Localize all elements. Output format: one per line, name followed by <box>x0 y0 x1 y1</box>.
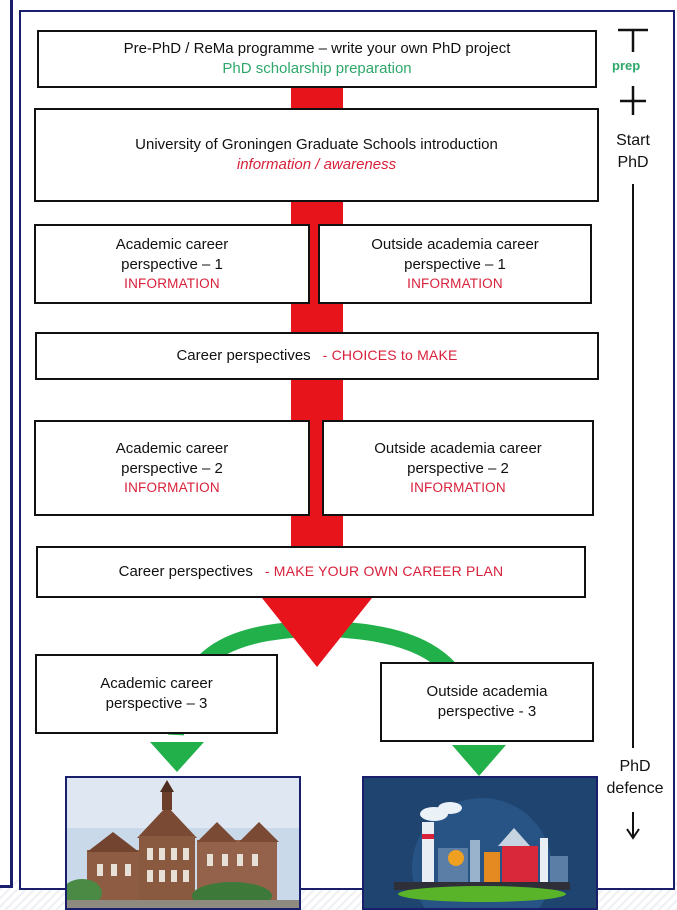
green-arrowhead-right <box>452 745 506 776</box>
box-graduate-schools: University of Groningen Graduate Schools… <box>34 108 599 202</box>
box-academic-2: Academic career perspective – 2 INFORMAT… <box>34 420 310 516</box>
box-outside-1: Outside academia career perspective – 1 … <box>318 224 592 304</box>
choices-tag: - CHOICES to MAKE <box>322 346 458 363</box>
timeline-start-line1: Start <box>616 132 650 149</box>
graduate-title: University of Groningen Graduate Schools… <box>135 135 498 153</box>
box-outside-2: Outside academia career perspective – 2 … <box>322 420 594 516</box>
plan-tag: - MAKE YOUR OWN CAREER PLAN <box>264 562 504 579</box>
box-prephd: Pre-PhD / ReMa programme – write your ow… <box>37 30 597 88</box>
outside2-line2: perspective – 2 <box>407 459 509 477</box>
academic2-tag: INFORMATION <box>124 480 220 496</box>
timeline-start-label: Start PhD <box>605 130 661 175</box>
academic1-line1: Academic career <box>115 235 229 253</box>
choices-text: Career perspectives <box>176 346 311 364</box>
timeline-end-label: PhD defence <box>600 756 670 801</box>
outside1-tag: INFORMATION <box>407 276 503 292</box>
outside1-line1: Outside academia career <box>371 235 539 253</box>
timeline-prep-label: prep <box>612 58 641 73</box>
timeline-end-arrow <box>626 828 640 840</box>
plan-text: Career perspectives <box>118 562 253 580</box>
red-arrow-head <box>262 598 372 667</box>
graduate-subtitle: information / awareness <box>236 156 397 173</box>
academic1-line2: perspective – 1 <box>121 255 223 273</box>
timeline-start-line2: PhD <box>617 154 649 172</box>
academic3-line1: Academic career <box>100 674 213 692</box>
outside2-line1: Outside academia career <box>374 439 542 457</box>
academic2-line2: perspective – 2 <box>121 459 223 477</box>
left-frame-border <box>0 0 13 888</box>
academic1-tag: INFORMATION <box>124 276 220 292</box>
box-academic-3: Academic career perspective – 3 <box>35 654 278 734</box>
outside2-tag: INFORMATION <box>410 480 506 496</box>
box-academic-1: Academic career perspective – 1 INFORMAT… <box>34 224 310 304</box>
box-outside-3: Outside academia perspective - 3 <box>380 662 594 742</box>
timeline-end-line1: PhD <box>619 758 651 775</box>
prephd-subtitle: PhD scholarship preparation <box>222 60 412 77</box>
outside3-line2: perspective - 3 <box>437 703 537 720</box>
green-arrowhead-left <box>150 742 204 772</box>
academic3-line2: perspective – 3 <box>105 695 208 712</box>
timeline-end-line2: defence <box>606 780 664 798</box>
academic2-line1: Academic career <box>115 439 229 457</box>
outside3-line1: Outside academia <box>426 682 548 700</box>
prephd-title: Pre-PhD / ReMa programme – write your ow… <box>123 39 511 57</box>
industry-factory-image <box>362 776 598 910</box>
university-building-image <box>65 776 301 910</box>
box-career-plan: Career perspectives - MAKE YOUR OWN CARE… <box>36 546 586 598</box>
outside1-line2: perspective – 1 <box>404 255 506 273</box>
box-choices: Career perspectives - CHOICES to MAKE <box>35 332 599 380</box>
